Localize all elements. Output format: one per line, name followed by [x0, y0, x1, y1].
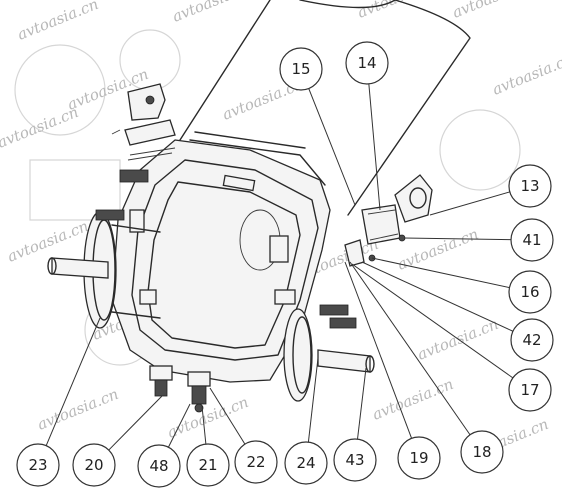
callout-label-24: 24 [296, 454, 315, 472]
callout-label-23: 23 [28, 456, 47, 474]
callout-label-48: 48 [149, 457, 168, 475]
callout-circle-23 [16, 443, 60, 487]
callout-label-42: 42 [522, 331, 541, 349]
watermark-text: avtoasia.cn [395, 225, 481, 274]
watermark-text: avtoasia.cn [370, 375, 456, 424]
callout-18: 18 [460, 430, 504, 474]
callout-16: 16 [508, 270, 552, 314]
callout-42: 42 [510, 318, 554, 362]
watermark-text: avtoasia.cn [15, 0, 101, 44]
callout-15: 15 [279, 47, 323, 91]
callout-layer: 15 14 13 41 16 42 17 18 19 43 24 22 21 48 20 23 [16, 41, 554, 488]
callout-23: 23 [16, 443, 60, 487]
callout-circle-43 [333, 438, 377, 482]
watermark-text: avtoasia.cn [35, 385, 121, 434]
callout-circle-15 [279, 47, 323, 91]
callout-label-15: 15 [291, 60, 310, 78]
callout-circle-18 [460, 430, 504, 474]
callout-label-41: 41 [522, 231, 541, 249]
callout-circle-13 [508, 164, 552, 208]
callout-24: 24 [284, 441, 328, 485]
leader-line-23 [45, 317, 101, 446]
callout-label-22: 22 [246, 453, 265, 471]
callout-circle-14 [345, 41, 389, 85]
callout-14: 14 [345, 41, 389, 85]
callout-label-17: 17 [520, 381, 539, 399]
leader-lines [45, 83, 514, 451]
callout-circle-48 [137, 444, 181, 488]
watermark-text: avtoasia.cn [5, 217, 91, 266]
leader-line-15 [308, 88, 356, 206]
leader-line-13 [429, 191, 510, 216]
leader-line-19 [344, 261, 413, 439]
callout-circle-42 [510, 318, 554, 362]
watermark-text: avtoasia.cn [170, 0, 256, 26]
diagonal-rail [179, 0, 471, 216]
main-frame [111, 131, 331, 383]
callout-circle-19 [397, 436, 441, 480]
callout-43: 43 [333, 438, 377, 482]
callout-circle-24 [284, 441, 328, 485]
leader-line-17 [351, 263, 514, 379]
callout-circle-41 [510, 218, 554, 262]
leader-line-22 [209, 387, 246, 445]
callout-22: 22 [234, 440, 278, 484]
leader-line-18 [349, 261, 471, 436]
leader-line-43 [356, 367, 367, 440]
leader-line-24 [307, 357, 319, 443]
watermark-text: avtoasia.cn [450, 0, 536, 22]
leader-line-41 [403, 237, 512, 241]
callout-label-19: 19 [409, 449, 428, 467]
right-pulley [283, 304, 375, 402]
callout-20: 20 [72, 443, 116, 487]
left-pulley [47, 169, 161, 329]
leader-line-16 [371, 257, 510, 289]
callout-label-18: 18 [472, 443, 491, 461]
callout-label-20: 20 [84, 456, 103, 474]
callout-13: 13 [508, 164, 552, 208]
leader-line-42 [361, 261, 514, 332]
callout-circle-16 [508, 270, 552, 314]
callout-label-43: 43 [345, 451, 364, 469]
callout-circle-17 [508, 368, 552, 412]
leader-line-48 [167, 403, 191, 448]
watermark-text: avtoasia.cn [165, 393, 251, 442]
leader-line-14 [368, 83, 381, 211]
callout-label-16: 16 [520, 283, 539, 301]
callout-label-14: 14 [357, 54, 376, 72]
callout-label-21: 21 [198, 456, 217, 474]
watermark-text: avtoasia.cn [0, 103, 81, 152]
callout-circle-20 [72, 443, 116, 487]
right-clamp-assembly [344, 174, 433, 267]
callout-17: 17 [508, 368, 552, 412]
watermark-text: avtoasia.cn [490, 50, 562, 99]
callout-label-13: 13 [520, 177, 539, 195]
bottom-mounts [149, 365, 211, 413]
callout-circle-22 [234, 440, 278, 484]
callout-circle-21 [186, 443, 230, 487]
top-left-bracket [111, 83, 176, 161]
callout-19: 19 [397, 436, 441, 480]
leader-line-20 [108, 395, 163, 451]
callout-48: 48 [137, 444, 181, 488]
callout-21: 21 [186, 443, 230, 487]
leader-line-21 [201, 405, 207, 445]
callout-41: 41 [510, 218, 554, 262]
